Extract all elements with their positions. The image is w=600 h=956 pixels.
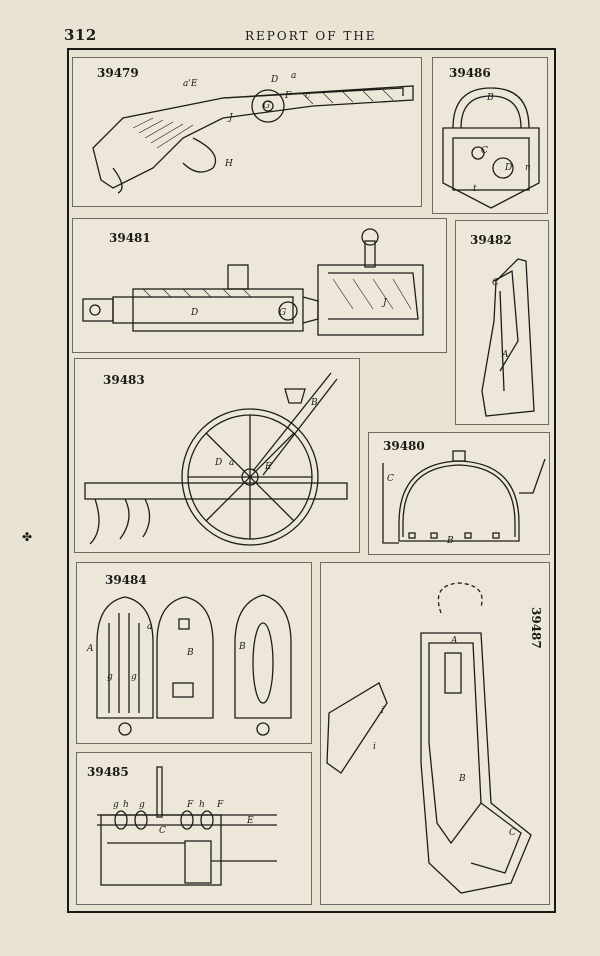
svg-text:J: J bbox=[227, 113, 234, 123]
svg-text:C: C bbox=[509, 828, 516, 838]
figure-39486: 39486 B C D n t bbox=[432, 57, 548, 214]
svg-text:J: J bbox=[381, 298, 388, 308]
figure-39482: 39482 C A bbox=[455, 220, 549, 425]
svg-text:E: E bbox=[264, 462, 272, 472]
cylinder-drawing: D G J bbox=[82, 228, 424, 336]
svg-text:G: G bbox=[263, 101, 270, 111]
svg-text:n: n bbox=[525, 163, 531, 173]
svg-text:B: B bbox=[486, 93, 494, 103]
svg-text:g: g bbox=[131, 672, 137, 682]
svg-text:A: A bbox=[450, 636, 458, 646]
figure-39487: 39487 A B C i i bbox=[320, 562, 550, 905]
winch-drawing: g h g F h F C E bbox=[97, 766, 277, 886]
clip-drawing: C A bbox=[481, 258, 535, 417]
svg-text:F: F bbox=[284, 91, 292, 101]
figure-39481: 39481 D G J bbox=[72, 218, 447, 353]
svg-text:a: a bbox=[291, 71, 296, 81]
figure-39485: 39485 g h g F h F C E bbox=[76, 752, 312, 905]
svg-text:t: t bbox=[473, 184, 477, 194]
flatiron-drawing: A a B g g B bbox=[86, 594, 292, 736]
figure-number-39484: 39484 bbox=[105, 573, 147, 587]
svg-text:a: a bbox=[147, 622, 152, 632]
svg-text:F: F bbox=[216, 800, 224, 810]
svg-text:h: h bbox=[199, 800, 205, 810]
crane-hook-drawing: A B C i i bbox=[326, 582, 532, 894]
svg-text:i: i bbox=[381, 706, 384, 716]
svg-text:D: D bbox=[214, 458, 222, 468]
figure-number-39485: 39485 bbox=[87, 765, 129, 779]
figure-number-39482: 39482 bbox=[470, 233, 512, 247]
figure-39480: 39480 C B bbox=[368, 432, 550, 555]
figure-number-39479: 39479 bbox=[97, 66, 139, 80]
svg-text:C: C bbox=[387, 474, 394, 484]
svg-text:D: D bbox=[504, 163, 512, 173]
svg-text:a'E: a'E bbox=[183, 79, 198, 89]
svg-text:D: D bbox=[270, 75, 278, 85]
svg-text:A: A bbox=[86, 644, 94, 654]
gun-lock-drawing: a'E D a G F c J H bbox=[92, 71, 414, 194]
svg-text:F: F bbox=[186, 800, 194, 810]
svg-text:g: g bbox=[107, 672, 113, 682]
svg-text:C: C bbox=[481, 146, 488, 156]
spot-mark: ✤ bbox=[22, 530, 33, 544]
svg-text:h: h bbox=[123, 800, 129, 810]
svg-text:B: B bbox=[238, 642, 246, 652]
svg-text:G: G bbox=[279, 308, 286, 318]
figure-number-39480: 39480 bbox=[383, 439, 425, 453]
svg-text:B: B bbox=[310, 398, 318, 408]
svg-text:C: C bbox=[159, 826, 166, 836]
figure-number-39483: 39483 bbox=[103, 373, 145, 387]
svg-text:E: E bbox=[246, 816, 254, 826]
figure-39479: 39479 a'E D a G F c J H bbox=[72, 57, 422, 207]
svg-text:c: c bbox=[305, 91, 310, 101]
svg-text:g: g bbox=[113, 800, 119, 810]
svg-text:A: A bbox=[501, 350, 509, 360]
page-number: 312 bbox=[64, 26, 97, 44]
boiler-drawing: C B bbox=[382, 450, 546, 546]
svg-text:a: a bbox=[229, 458, 234, 468]
figure-number-39481: 39481 bbox=[109, 231, 151, 245]
svg-text:i: i bbox=[373, 742, 376, 752]
figure-39483: 39483 B D a E bbox=[74, 358, 360, 553]
plate-frame bbox=[67, 48, 556, 913]
running-head: REPORT OF THE bbox=[245, 29, 377, 43]
svg-text:D: D bbox=[190, 308, 198, 318]
figure-39484: 39484 A a B g g B bbox=[76, 562, 312, 744]
svg-text:H: H bbox=[224, 159, 233, 169]
svg-text:C: C bbox=[492, 278, 499, 288]
padlock-drawing: B C D n t bbox=[442, 87, 540, 209]
svg-text:g: g bbox=[139, 800, 145, 810]
svg-text:B: B bbox=[458, 774, 466, 784]
figure-number-39486: 39486 bbox=[449, 66, 491, 80]
svg-text:B: B bbox=[186, 648, 194, 658]
planter-drawing: B D a E bbox=[84, 372, 348, 546]
svg-text:B: B bbox=[446, 536, 454, 546]
